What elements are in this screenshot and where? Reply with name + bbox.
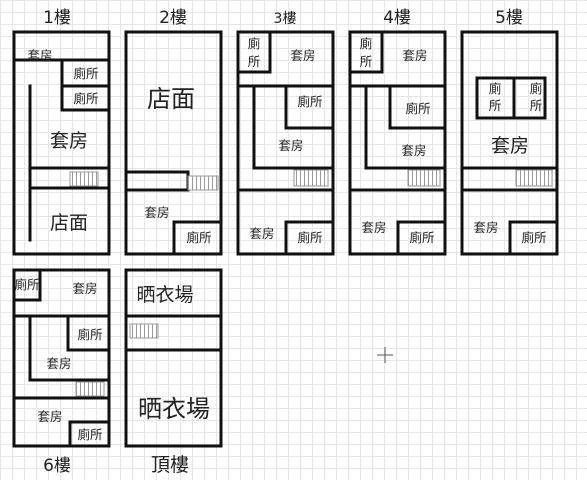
room-f3-suite-b: 套房 <box>278 138 303 153</box>
room-f2-shop: 店面 <box>147 85 195 113</box>
room-f4-suite-c: 套房 <box>361 220 386 235</box>
room-f5-wc-a: 廁所 <box>489 81 502 113</box>
floor-6-plan <box>12 268 111 448</box>
stair-icon <box>75 381 105 397</box>
room-f3-wc-a: 廁所 <box>248 36 261 69</box>
floor-label-5: 5樓 <box>495 8 523 28</box>
room-f6-wc-a: 廁所 <box>14 277 39 292</box>
room-f5-wc-c: 廁所 <box>521 230 546 245</box>
room-f5-suite-b: 套房 <box>473 220 498 235</box>
room-f6-suite-a: 套房 <box>72 281 97 296</box>
room-f2-suite: 套房 <box>144 205 169 220</box>
floor-5-walls <box>460 76 559 256</box>
room-f1-suite-a: 套房 <box>27 48 52 63</box>
crosshair-cursor-icon <box>377 347 393 363</box>
room-roof-drying-a: 晒衣場 <box>136 284 193 306</box>
floor-4-plan <box>348 30 447 256</box>
roof-plan <box>124 268 223 448</box>
floor-1-outline <box>12 30 111 256</box>
floor-5-plan <box>460 30 559 256</box>
stair-icon <box>129 323 159 339</box>
stair-icon <box>515 169 553 187</box>
room-f5-wc-b: 廁所 <box>530 81 543 113</box>
room-f4-wc-b: 廁所 <box>405 101 430 116</box>
room-f6-suite-b: 套房 <box>46 356 71 371</box>
room-f6-suite-c: 套房 <box>37 409 62 424</box>
room-f3-wc-b: 廁所 <box>297 94 322 109</box>
room-roof-drying-b: 晒衣場 <box>138 395 210 423</box>
floor-label-roof: 頂樓 <box>151 454 189 476</box>
floor-6-walls <box>12 268 111 448</box>
room-f4-wc-a: 廁所 <box>360 36 373 69</box>
room-f4-wc-c: 廁所 <box>409 230 434 245</box>
room-f2-wc: 廁所 <box>186 230 211 245</box>
room-f4-suite-b: 套房 <box>401 143 426 158</box>
roof-outline <box>124 268 223 448</box>
room-f1-shop: 店面 <box>50 212 88 234</box>
stair-icon <box>293 169 329 187</box>
roof-walls <box>124 314 223 352</box>
room-f6-wc-c: 廁所 <box>77 427 102 442</box>
floor-label-6: 6樓 <box>43 456 71 476</box>
stair-icon <box>69 171 99 187</box>
floor-label-3: 3樓 <box>274 11 297 27</box>
floor-label-2: 2樓 <box>159 8 187 28</box>
room-f3-suite-a: 套房 <box>290 48 315 63</box>
floor-6-outline <box>12 268 111 448</box>
floor-3-walls <box>236 30 335 256</box>
room-f1-suite-b: 套房 <box>50 130 88 152</box>
floor-label-4: 4樓 <box>383 8 411 28</box>
stair-icon <box>407 169 441 187</box>
room-f1-wc-a: 廁所 <box>73 66 98 81</box>
room-f3-suite-c: 套房 <box>249 226 274 241</box>
floor-4-walls <box>348 30 447 256</box>
room-f4-suite-a: 套房 <box>402 48 427 63</box>
room-f6-wc-b: 廁所 <box>77 327 102 342</box>
floor-2-plan <box>124 30 223 256</box>
floor-1-plan <box>12 30 111 256</box>
floor-1-walls <box>12 58 111 242</box>
stair-icon <box>187 175 219 191</box>
room-f1-wc-b: 廁所 <box>73 91 98 106</box>
floor-label-1: 1樓 <box>43 8 71 28</box>
floor-3-plan <box>236 30 335 256</box>
room-f5-suite-a: 套房 <box>491 135 529 157</box>
room-f3-wc-c: 廁所 <box>297 230 322 245</box>
